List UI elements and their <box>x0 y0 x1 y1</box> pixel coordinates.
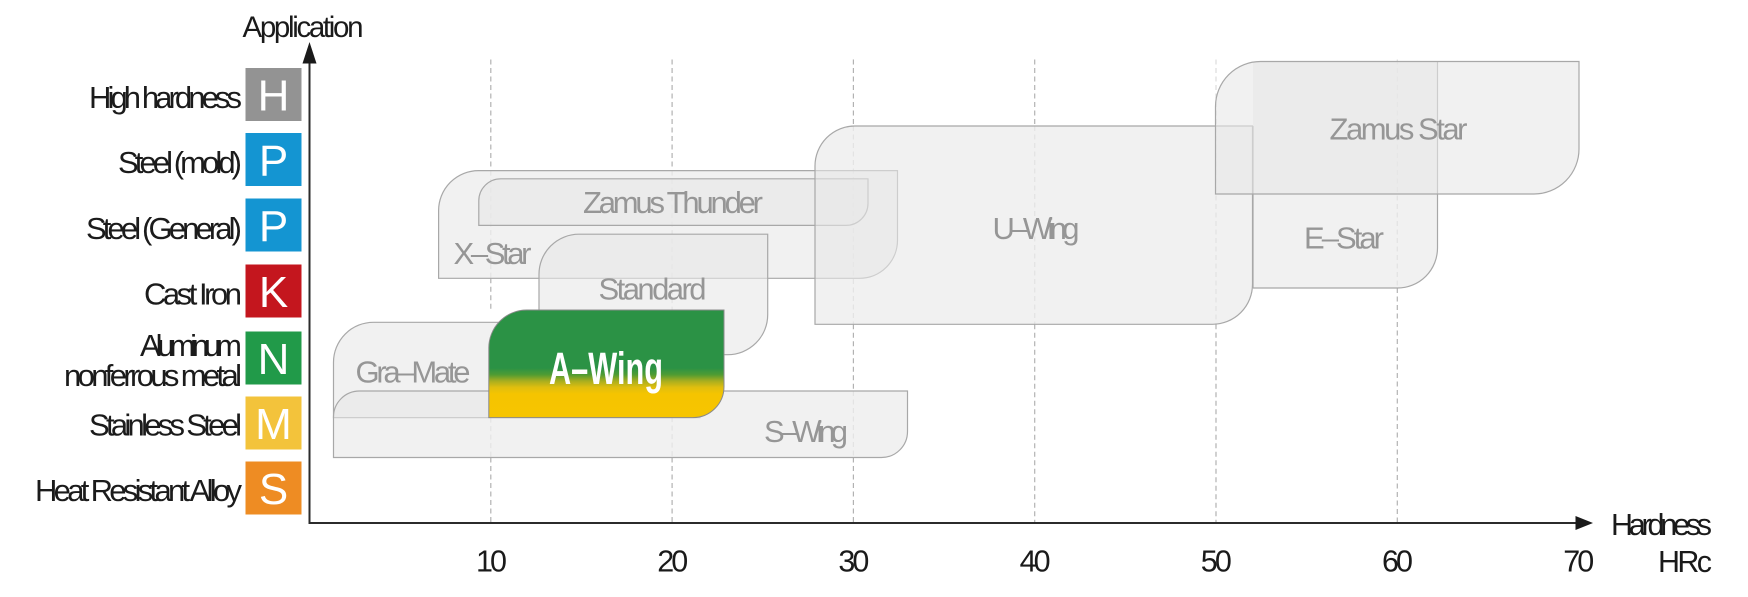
svg-text:S: S <box>259 465 288 514</box>
svg-text:A–Wing: A–Wing <box>549 343 663 394</box>
svg-text:Application: Application <box>243 11 364 44</box>
svg-text:10: 10 <box>476 545 507 579</box>
svg-text:X–Star: X–Star <box>454 236 532 271</box>
svg-text:40: 40 <box>1020 545 1051 579</box>
svg-text:20: 20 <box>657 545 688 579</box>
svg-text:Steel (General): Steel (General) <box>86 211 242 246</box>
svg-text:High hardness: High hardness <box>89 80 242 115</box>
svg-text:Aluminum: Aluminum <box>140 328 242 363</box>
svg-text:Gra–Mate: Gra–Mate <box>356 355 471 390</box>
svg-text:70: 70 <box>1563 545 1594 579</box>
svg-text:N: N <box>258 335 290 384</box>
svg-text:nonferrous metal: nonferrous metal <box>64 358 242 393</box>
svg-text:30: 30 <box>838 545 869 579</box>
svg-text:Standard: Standard <box>599 272 707 307</box>
svg-text:U–Wing: U–Wing <box>993 211 1080 246</box>
svg-text:Steel (mold): Steel (mold) <box>118 145 242 180</box>
svg-text:Stainless Steel: Stainless Steel <box>89 408 242 443</box>
svg-text:H: H <box>258 72 290 121</box>
svg-text:50: 50 <box>1201 545 1232 579</box>
svg-text:S–Wing: S–Wing <box>764 414 848 449</box>
svg-text:Hardness: Hardness <box>1611 508 1712 542</box>
svg-text:P: P <box>259 137 288 186</box>
svg-text:K: K <box>259 268 288 317</box>
svg-text:M: M <box>255 400 292 449</box>
svg-text:HRc: HRc <box>1658 545 1712 579</box>
svg-text:Cast Iron: Cast Iron <box>144 277 242 312</box>
svg-text:Heat Resistant Alloy: Heat Resistant Alloy <box>35 473 243 508</box>
svg-text:E–Star: E–Star <box>1304 221 1384 256</box>
svg-text:60: 60 <box>1382 545 1413 579</box>
svg-text:P: P <box>259 202 288 251</box>
svg-text:Zamus Thunder: Zamus Thunder <box>583 185 763 220</box>
svg-text:Zamus Star: Zamus Star <box>1330 112 1468 147</box>
